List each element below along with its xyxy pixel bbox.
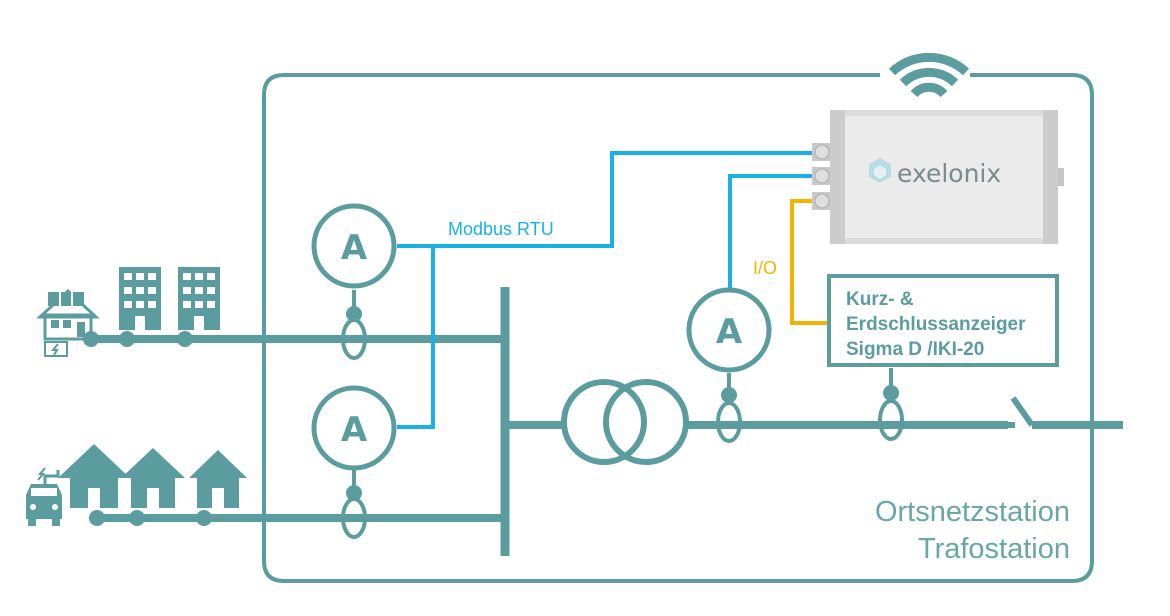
feeder-nodes-bottom bbox=[89, 510, 212, 526]
apartment-building-icon bbox=[119, 267, 161, 330]
station-label-line-1: Ortsnetzstation bbox=[875, 496, 1070, 528]
ammeter-symbol: A bbox=[341, 228, 368, 268]
modbus-wiring bbox=[397, 151, 830, 429]
switch-blade bbox=[1010, 396, 1035, 427]
fault-indicator-box: Kurz- & Erdschlussanzeiger Sigma D /IKI-… bbox=[827, 274, 1059, 367]
apartment-building-icon bbox=[178, 267, 220, 330]
house-icon bbox=[189, 450, 247, 508]
wifi-icon bbox=[888, 52, 970, 98]
io-wiring bbox=[790, 199, 830, 325]
current-sensor-mv bbox=[716, 373, 742, 443]
current-sensor-bottom bbox=[341, 470, 367, 539]
io-label: I/O bbox=[753, 258, 777, 278]
ammeter-top: A bbox=[311, 203, 397, 289]
indicator-line-2: Erdschlussanzeiger bbox=[846, 314, 1026, 335]
ev-car-icon bbox=[26, 467, 62, 526]
ammeter-bottom: A bbox=[311, 385, 397, 471]
exelonix-device: exelonix bbox=[812, 110, 1064, 244]
station-label-line-2: Trafostation bbox=[918, 533, 1070, 565]
indicator-line-1: Kurz- & bbox=[846, 289, 914, 310]
station-enclosure bbox=[262, 73, 1094, 583]
house-icon bbox=[58, 444, 130, 508]
house-icon bbox=[121, 448, 185, 508]
house-solar-icon bbox=[36, 288, 100, 357]
current-sensor-indicator bbox=[878, 368, 904, 441]
feeder-nodes-top bbox=[83, 331, 193, 347]
ammeter-symbol: A bbox=[341, 410, 368, 450]
device-brand: exelonix bbox=[897, 159, 1001, 188]
ammeter-symbol: A bbox=[716, 312, 743, 352]
modbus-label: Modbus RTU bbox=[448, 219, 554, 239]
exelonix-logo-icon bbox=[869, 158, 891, 183]
indicator-line-3: Sigma D /IKI-20 bbox=[846, 339, 984, 360]
transformer-symbol bbox=[561, 379, 689, 465]
ammeter-mv: A bbox=[686, 287, 772, 373]
current-sensor-top bbox=[341, 290, 367, 360]
